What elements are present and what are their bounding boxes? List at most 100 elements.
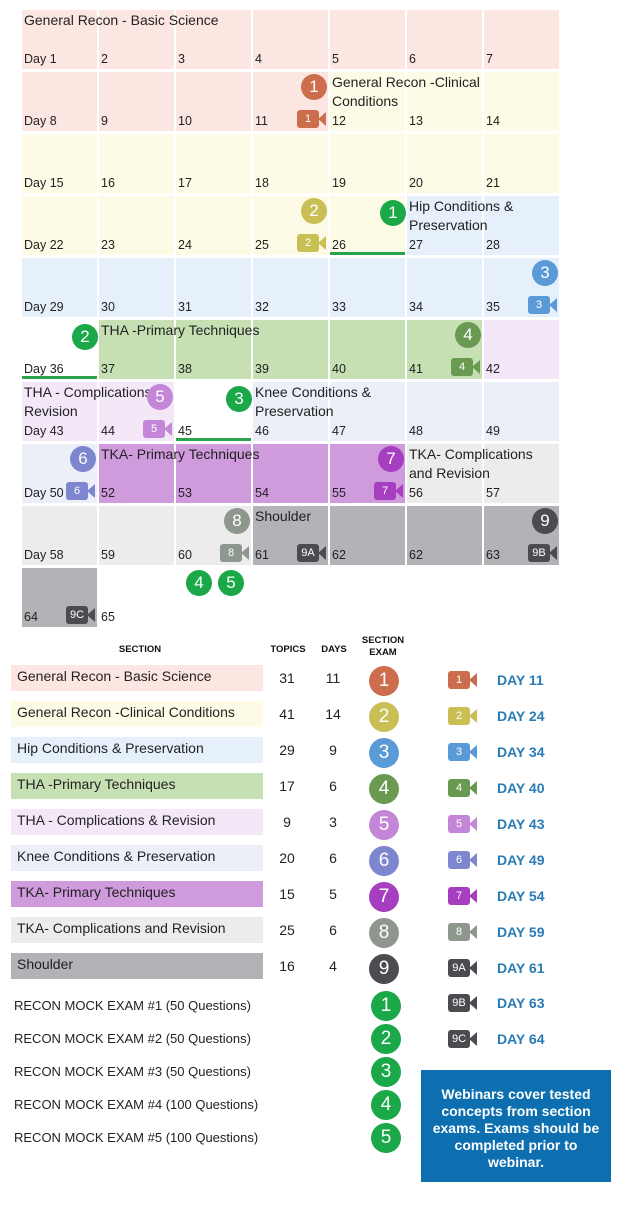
day-number: 19 (332, 176, 346, 190)
calendar-day-cell (407, 382, 482, 441)
day-number: 47 (332, 424, 346, 438)
days-count: 14 (325, 706, 341, 722)
calendar-day-cell (330, 134, 405, 193)
webinar-video-icon: 1 (448, 671, 480, 689)
webinar-day: DAY 49 (497, 852, 545, 868)
video-camera-lens (395, 484, 403, 498)
days-count: 6 (329, 778, 337, 794)
exam-badge: 6 (369, 846, 399, 876)
webinar-video-icon: 4 (448, 779, 480, 797)
calendar-day-cell (99, 72, 174, 131)
exam-badge: 7 (369, 882, 399, 912)
day-number: Day 1 (24, 52, 57, 66)
section-exam-badge: 5 (147, 384, 173, 410)
section-row-label: Shoulder (11, 953, 263, 979)
day-number: 7 (486, 52, 493, 66)
calendar-day-cell (22, 10, 97, 69)
calendar-day-cell (253, 10, 328, 69)
webinar-video-icon: 9B (448, 994, 480, 1012)
webinar-note: Webinars cover tested concepts from sect… (421, 1070, 611, 1182)
calendar-day-cell (22, 258, 97, 317)
webinar-video-icon: 2 (297, 234, 327, 252)
day-number: 10 (178, 114, 192, 128)
days-count: 5 (329, 886, 337, 902)
topics-count: 9 (283, 814, 291, 830)
calendar-day-cell (176, 10, 251, 69)
webinar-video-icon: 8 (220, 544, 250, 562)
day-number: 23 (101, 238, 115, 252)
topics-count: 41 (279, 706, 295, 722)
day-number: 65 (101, 610, 115, 624)
webinar-number: 9B (448, 994, 470, 1012)
webinar-number: 6 (448, 851, 470, 869)
calendar-day-cell (99, 258, 174, 317)
topics-count: 25 (279, 922, 295, 938)
calendar-day-cell (484, 444, 559, 503)
topics-count: 31 (279, 670, 295, 686)
day-number: 39 (255, 362, 269, 376)
calendar-day-cell (99, 134, 174, 193)
exam-badge: 3 (369, 738, 399, 768)
calendar-day-cell (407, 196, 482, 255)
webinar-video-icon: 6 (66, 482, 96, 500)
section-label: Shoulder (255, 508, 312, 524)
calendar-day-cell (330, 382, 405, 441)
day-number: 16 (101, 176, 115, 190)
video-camera-lens (164, 422, 172, 436)
calendar-day-cell (99, 506, 174, 565)
webinar-video-icon: 4 (451, 358, 481, 376)
day-number: Day 43 (24, 424, 64, 438)
webinar-number: 8 (448, 923, 470, 941)
webinar-video-icon: 9B (528, 544, 558, 562)
calendar-day-cell (484, 134, 559, 193)
webinar-number: 4 (448, 779, 470, 797)
section-label: THA - Complications & Revision (24, 384, 165, 419)
webinar-video-icon: 9A (448, 959, 480, 977)
calendar-day-cell (22, 382, 97, 441)
section-exam-badge: 4 (455, 322, 481, 348)
exam-badge: 2 (371, 1024, 401, 1054)
calendar-day-cell (407, 134, 482, 193)
header-section: SECTION (118, 644, 162, 655)
topics-count: 20 (279, 850, 295, 866)
day-number: 14 (486, 114, 500, 128)
day-number: 44 (101, 424, 115, 438)
day-number: 34 (409, 300, 423, 314)
mock-exam-badge: 1 (380, 200, 406, 226)
day-number: Day 36 (24, 362, 64, 376)
mock-exam-badge: 3 (226, 386, 252, 412)
webinar-number: 1 (448, 671, 470, 689)
day-number: 35 (486, 300, 500, 314)
webinar-video-icon: 9C (448, 1030, 480, 1048)
video-camera-lens (469, 853, 477, 867)
exam-badge: 9 (369, 954, 399, 984)
calendar-day-cell (176, 444, 251, 503)
webinar-day: DAY 63 (497, 995, 545, 1011)
mock-exam-badge: 5 (218, 570, 244, 596)
video-camera-lens (469, 889, 477, 903)
calendar-day-cell (176, 320, 251, 379)
day-number: 57 (486, 486, 500, 500)
day-number: 26 (332, 238, 346, 252)
day-number: 56 (409, 486, 423, 500)
webinar-video-icon: 3 (528, 296, 558, 314)
video-camera-lens (469, 996, 477, 1010)
header-section-exam-1: SECTION (361, 635, 405, 646)
webinar-video-icon: 2 (448, 707, 480, 725)
day-number: 3 (178, 52, 185, 66)
section-exam-badge: 7 (378, 446, 404, 472)
webinar-video-icon: 1 (297, 110, 327, 128)
day-number: 55 (332, 486, 346, 500)
day-number: 17 (178, 176, 192, 190)
calendar-day-cell (330, 258, 405, 317)
days-count: 3 (329, 814, 337, 830)
day-number: 63 (486, 548, 500, 562)
calendar-day-cell (99, 320, 174, 379)
calendar-day-cell (253, 382, 328, 441)
day-number: 2 (101, 52, 108, 66)
section-row-label: TKA- Primary Techniques (11, 881, 263, 907)
day-number: 37 (101, 362, 115, 376)
header-section-exam-2: EXAM (369, 647, 397, 658)
section-exam-badge: 9 (532, 508, 558, 534)
day-number: 53 (178, 486, 192, 500)
